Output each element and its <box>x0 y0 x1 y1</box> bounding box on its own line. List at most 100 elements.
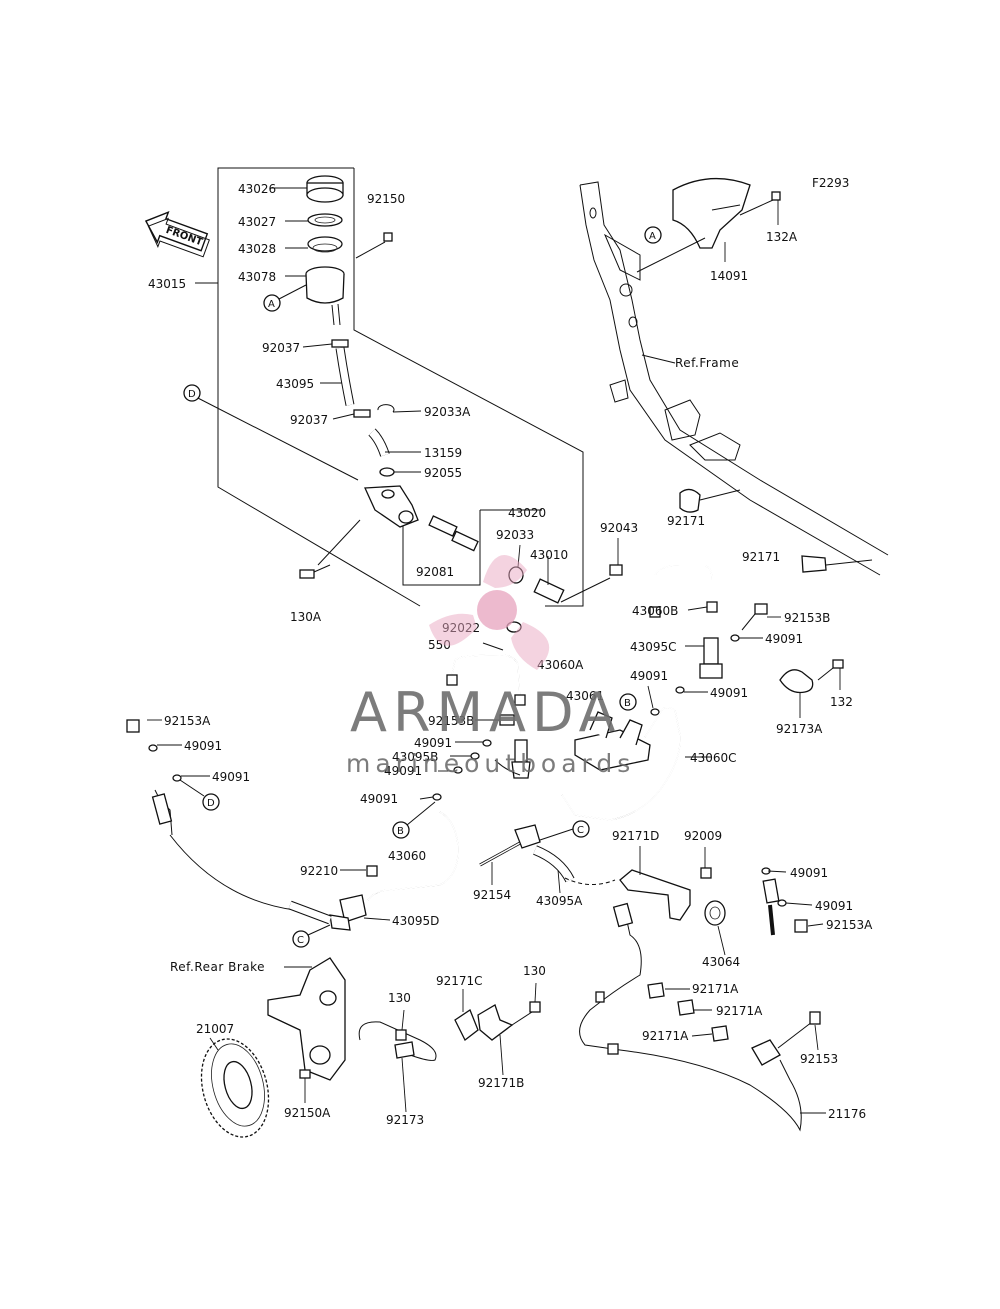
label-43095B: 43095B <box>392 750 438 764</box>
bolt-130A <box>299 564 331 579</box>
brake-switch-43095D <box>329 894 367 931</box>
label-49091-l1: 49091 <box>184 739 222 753</box>
callout-a-frame: A <box>644 226 662 244</box>
clip-92171A-2 <box>677 999 695 1016</box>
gasket-49091-c1 <box>482 739 492 747</box>
reservoir-cap <box>306 175 344 203</box>
label-92022: 92022 <box>442 621 480 635</box>
label-49091-r1: 49091 <box>765 632 803 646</box>
callout-b-right: B <box>619 693 637 711</box>
label-92171A-3: 92171A <box>642 1029 689 1043</box>
clamp-92173A <box>779 659 844 694</box>
label-21176: 21176 <box>828 1107 866 1121</box>
gasket-49091-r1 <box>730 634 740 642</box>
o-ring-92055 <box>379 467 395 477</box>
label-132: 132 <box>830 695 853 709</box>
bracket-92171D <box>619 869 691 921</box>
brake-hose-right-lower <box>761 867 808 936</box>
callout-a-upper: A <box>263 284 307 312</box>
label-92150A: 92150A <box>284 1106 331 1120</box>
label-92037a: 92037 <box>262 341 300 355</box>
bolt-92150 <box>355 232 393 259</box>
reservoir-diaphragm-plate <box>307 213 343 227</box>
label-92171D: 92171D <box>612 829 659 843</box>
label-92153B-center: 92153B <box>428 714 474 728</box>
watermark-brand: ARMADA <box>350 681 622 744</box>
label-130A: 130A <box>290 610 322 624</box>
label-92171B: 92171B <box>478 1076 524 1090</box>
joint-block-43061 <box>574 711 651 771</box>
label-92173A: 92173A <box>776 722 823 736</box>
callout-d-left-letter: D <box>207 798 215 809</box>
brake-switch-43095C <box>699 637 723 679</box>
label-43060B: 43060B <box>632 604 678 618</box>
label-49091-c1: 49091 <box>414 736 452 750</box>
part-labels: 43015 43026 43027 43028 43078 92150 9203… <box>148 182 873 1127</box>
reservoir-diaphragm <box>307 236 343 253</box>
brake-switch-43095B <box>494 739 531 779</box>
gasket-49091-r3 <box>675 686 685 694</box>
label-92009: 92009 <box>684 829 722 843</box>
watermark-logo-icon <box>429 555 550 670</box>
watermark: ARMADA marineoutboards <box>346 555 635 778</box>
callout-c-left: C <box>292 924 331 948</box>
brake-pipe-43060 <box>367 811 459 901</box>
bolt-132A <box>739 191 781 216</box>
label-550: 550 <box>428 638 451 652</box>
clip-92171A-3 <box>711 1025 729 1042</box>
label-13159: 13159 <box>424 446 462 460</box>
circlip-92033A <box>377 404 395 413</box>
clip-92171A-1 <box>647 982 665 999</box>
label-49091-c2: 49091 <box>384 764 422 778</box>
piston-assy <box>402 509 542 586</box>
hose-clamp-upper <box>331 339 349 348</box>
master-cylinder-group-bracket <box>195 167 584 607</box>
ref-frame-label: Ref.Frame <box>675 356 739 370</box>
label-43095: 43095 <box>276 377 314 391</box>
brake-pipe-43060B <box>649 565 718 618</box>
callout-c-center-letter: C <box>577 825 584 836</box>
label-43095A: 43095A <box>536 894 583 908</box>
label-49091-c3: 49091 <box>360 792 398 806</box>
callout-d-left: D <box>179 779 220 811</box>
label-92171C: 92171C <box>436 974 483 988</box>
label-43078: 43078 <box>238 270 276 284</box>
label-130-left: 130 <box>388 991 411 1005</box>
master-cylinder-body <box>191 394 419 566</box>
label-92033A: 92033A <box>424 405 471 419</box>
clip-92171-right <box>801 555 873 573</box>
label-92043: 92043 <box>600 521 638 535</box>
abs-sensor-lead-21176 <box>579 902 821 1132</box>
brake-pipe-43060A <box>446 654 526 706</box>
label-92171A-2: 92171A <box>716 1004 763 1018</box>
callout-c-center: C <box>539 820 590 841</box>
callout-c-left-letter: C <box>297 935 304 946</box>
frame-reference <box>579 181 889 576</box>
label-43060C: 43060C <box>690 751 737 765</box>
label-49091-r3: 49091 <box>710 686 748 700</box>
label-92154: 92154 <box>473 888 511 902</box>
callout-a-upper-letter: A <box>268 299 275 310</box>
label-92173: 92173 <box>386 1113 424 1127</box>
brake-hose-left <box>126 719 332 925</box>
front-arrow-icon: FRONT <box>144 210 210 258</box>
gasket-49091-r2 <box>650 708 660 716</box>
gasket-49091-c4 <box>432 793 442 801</box>
label-92081: 92081 <box>416 565 454 579</box>
label-49091-b1: 49091 <box>790 866 828 880</box>
brake-pipe-43060C <box>561 706 681 821</box>
label-92171b: 92171 <box>742 550 780 564</box>
clamp-92173 <box>358 1021 437 1061</box>
hose-clamp-lower <box>353 409 371 418</box>
clip-92171-upper <box>679 488 741 513</box>
watermark-tagline: marineoutboards <box>346 749 635 778</box>
brake-disc-21007 <box>200 1038 270 1138</box>
gasket-49091-c3 <box>453 766 463 774</box>
label-43010: 43010 <box>530 548 568 562</box>
hose-43095A <box>514 824 616 885</box>
label-92171A-1: 92171A <box>692 982 739 996</box>
bolt-92009 <box>700 867 712 879</box>
grommet-43064 <box>704 900 726 926</box>
banjo-bolt-92153B-right <box>741 603 768 631</box>
bolt-92210 <box>366 865 378 877</box>
